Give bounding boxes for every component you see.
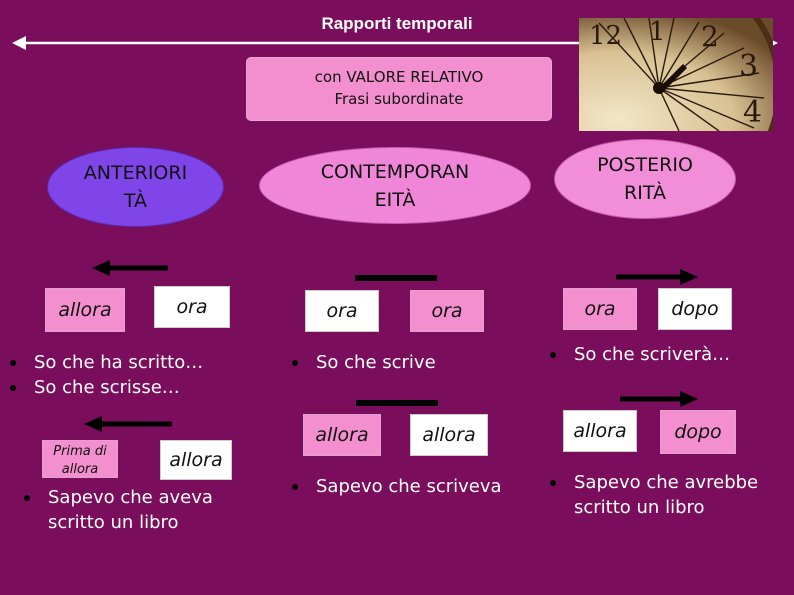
category-anteriority: ANTERIORI TÀ (47, 147, 224, 227)
anteriority-bullet-3: Sapevo che aveva scritto un libro (22, 485, 222, 535)
anteriority-bullet-2: So che scrisse… (8, 375, 248, 400)
category-contemporaneity: CONTEMPORAN EITÀ (259, 147, 531, 224)
anteriority-box-prima-di-allora: Prima di allora (42, 440, 118, 478)
category-posteriority-line2: RITÀ (624, 182, 666, 204)
category-posteriority: POSTERIO RITÀ (554, 139, 736, 219)
category-contemporaneity-line1: CONTEMPORAN (320, 160, 470, 183)
posteriority-box-allora: allora (563, 410, 637, 452)
page-title: Rapporti temporali (321, 14, 473, 33)
posteriority-bullet-1: So che scriverà… (548, 342, 788, 367)
anteriority-box2-allora: allora (160, 440, 232, 480)
contemporaneity-bullet-2: Sapevo che scriveva (290, 474, 530, 499)
clock-num-1: 1 (649, 18, 666, 47)
clock-image: 12 1 2 3 4 (579, 18, 773, 131)
anteriority-arrow-2 (84, 416, 172, 432)
anteriority-bullet-block-2: Sapevo che aveva scritto un libro (22, 485, 222, 535)
contemporaneity-box-ora-1: ora (305, 290, 379, 332)
posteriority-box-dopo: dopo (658, 288, 732, 330)
category-posteriority-line1: POSTERIO (597, 154, 693, 176)
category-contemporaneity-line2: EITÀ (374, 188, 416, 211)
contemporaneity-bar-2 (356, 400, 438, 406)
posteriority-arrow (616, 269, 698, 285)
anteriority-box-allora: allora (45, 288, 125, 332)
contemporaneity-bullet-1: So che scrive (290, 350, 490, 375)
subordinate-line2: Frasi subordinate (334, 90, 464, 108)
category-anteriority-line1: ANTERIORI (83, 162, 188, 184)
clock-num-2: 2 (701, 20, 719, 53)
contemporaneity-box-allora-2: allora (410, 414, 488, 456)
clock-num-4: 4 (743, 95, 762, 130)
contemporaneity-bullets: So che scrive (290, 350, 490, 375)
clock-num-12: 12 (589, 21, 622, 51)
posteriority-box-ora: ora (563, 288, 637, 330)
posteriority-box2-dopo: dopo (660, 410, 736, 454)
contemporaneity-box-ora-2: ora (410, 290, 484, 332)
category-anteriority-line2: TÀ (123, 190, 148, 212)
contemporaneity-bar (355, 275, 437, 281)
contemporaneity-bullet-block-2: Sapevo che scriveva (290, 474, 530, 499)
clock-num-3: 3 (739, 49, 758, 84)
anteriority-bullet-1: So che ha scritto… (8, 350, 248, 375)
anteriority-bullets: So che ha scritto… So che scrisse… (8, 350, 248, 400)
posteriority-bullets: So che scriverà… (548, 342, 788, 367)
subordinate-box: con VALORE RELATIVO Frasi subordinate (246, 57, 552, 121)
posteriority-bullet-block-2: Sapevo che avrebbe scritto un libro (548, 470, 788, 520)
posteriority-arrow-2 (620, 391, 698, 407)
posteriority-bullet-2: Sapevo che avrebbe scritto un libro (548, 470, 788, 520)
anteriority-arrow (92, 260, 168, 276)
anteriority-box-ora: ora (154, 286, 230, 328)
subordinate-line1: con VALORE RELATIVO (314, 68, 484, 86)
contemporaneity-box-allora-1: allora (303, 414, 381, 456)
